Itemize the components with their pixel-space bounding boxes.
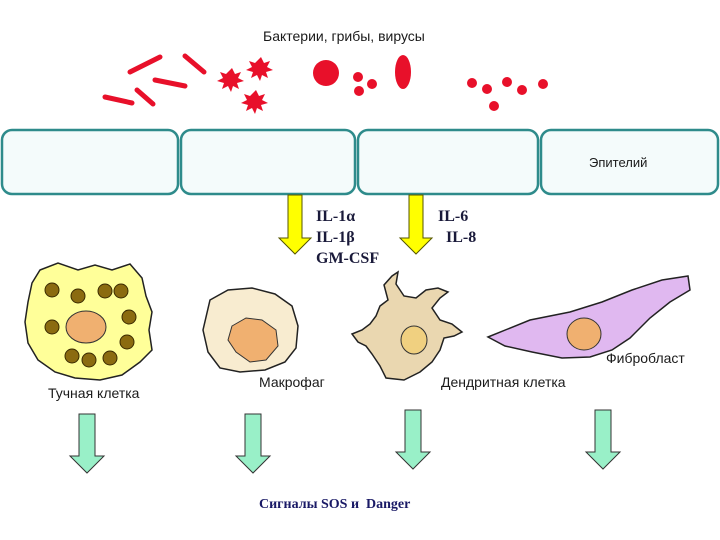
cytokine-arrows — [277, 194, 434, 255]
epithelium-label: Эпителий — [589, 155, 648, 170]
fibroblast-body — [486, 275, 691, 359]
cytokines-left: IL-1α IL-1β GM-CSF — [316, 206, 379, 269]
bacterium-rod — [102, 94, 135, 106]
fungus-cell — [246, 57, 273, 81]
viruses — [313, 55, 548, 111]
mast-cell-label: Тучная клетка — [48, 385, 140, 401]
epithelial-cell — [0, 128, 180, 196]
granule — [102, 350, 118, 366]
virus-particle — [354, 86, 364, 96]
fungus-cell — [241, 90, 268, 114]
epithelial-cell — [179, 128, 357, 196]
granule — [44, 319, 60, 335]
macrophage-nucleus — [227, 317, 279, 363]
virus-particle — [502, 77, 512, 87]
virus-oval — [395, 55, 411, 89]
signal-arrows — [68, 409, 622, 474]
virus-particle — [467, 78, 477, 88]
signals-label: Сигналы SOS и Danger — [259, 497, 411, 512]
signal-arrow-mast — [68, 413, 106, 474]
mast-cell-nucleus — [65, 310, 107, 344]
granule — [44, 282, 60, 298]
cytokine-il8: IL-8 — [446, 229, 477, 246]
cytokine-il6: IL-6 — [438, 208, 469, 225]
mast-cell-granules — [44, 282, 137, 368]
granule — [81, 352, 97, 368]
macrophage — [202, 287, 299, 373]
signal-arrow-fibroblast — [584, 409, 622, 470]
cytokine-il1a: IL-1α — [316, 208, 356, 225]
dendritic-cell-body — [350, 270, 464, 381]
signal-arrow-dendritic — [394, 409, 432, 470]
cytokine-gmcsf: GM-CSF — [316, 250, 380, 267]
bacterium-rod — [134, 87, 156, 107]
cytokine-arrow-left — [277, 194, 313, 255]
bacterium-rod — [152, 77, 188, 89]
pathogens-label: Бактерии, грибы, вирусы — [263, 28, 425, 44]
virus-particle — [489, 101, 499, 111]
virus-particle — [367, 79, 377, 89]
virus-particle — [353, 72, 363, 82]
virus-particle — [482, 84, 492, 94]
bacterium-rod — [127, 54, 163, 75]
granule — [70, 288, 86, 304]
fibroblast-label: Фибробласт — [606, 350, 685, 366]
epithelium-layer — [0, 128, 720, 196]
virus-particle — [517, 85, 527, 95]
cytokine-il1b: IL-1β — [316, 229, 355, 246]
macrophage-label: Макрофаг — [259, 374, 325, 390]
fungus-cell — [217, 68, 244, 92]
fungi — [217, 57, 273, 114]
mast-cell — [24, 262, 153, 381]
granule — [113, 283, 129, 299]
granule — [119, 334, 135, 350]
bacterium-rod — [182, 53, 207, 75]
cytokine-arrow-right — [398, 194, 434, 255]
virus-particle — [538, 79, 548, 89]
virus-large — [313, 60, 339, 86]
granule — [64, 348, 80, 364]
fibroblast-nucleus — [566, 317, 602, 351]
epithelial-cell — [356, 128, 540, 196]
epithelial-cell — [539, 128, 720, 196]
fibroblast — [486, 275, 691, 359]
dendritic-cell-nucleus — [400, 325, 428, 355]
dendritic-cell — [350, 270, 464, 381]
granule — [121, 309, 137, 325]
signal-arrow-macrophage — [234, 413, 272, 474]
granule — [97, 283, 113, 299]
dendritic-cell-label: Дендритная клетка — [441, 374, 566, 390]
bacteria-rods — [102, 53, 207, 107]
